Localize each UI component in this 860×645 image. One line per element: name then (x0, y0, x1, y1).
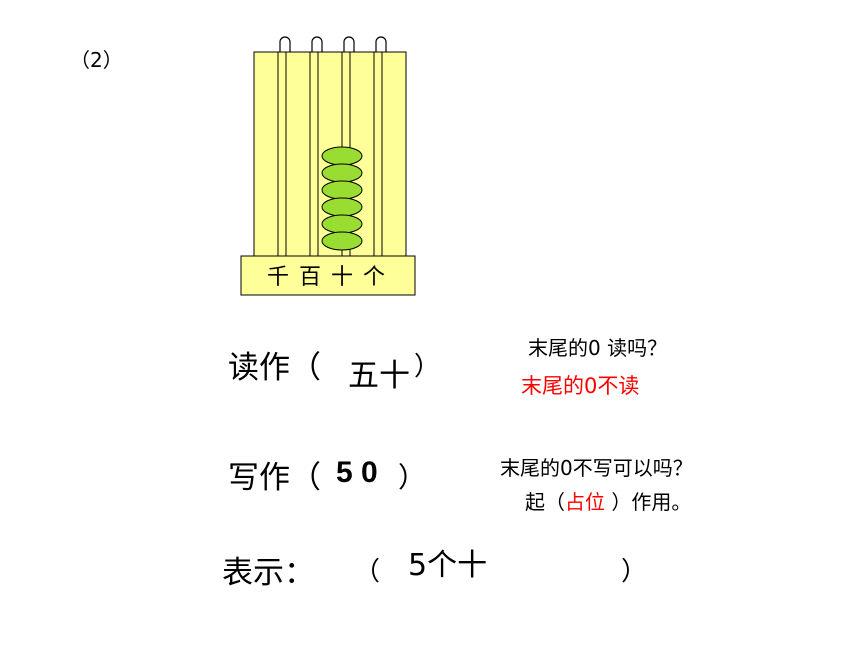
show-label: 表示： (222, 555, 315, 591)
show-answer: 5个十 (408, 548, 488, 583)
read-note: 末尾的0不读 (521, 374, 640, 398)
read-answer: 五十 (348, 358, 410, 394)
abacus: 千 百 十 个 (240, 36, 416, 296)
bead (321, 231, 363, 251)
bead (321, 197, 363, 217)
place-label-hundreds: 百 (299, 265, 321, 290)
read-question: 末尾的0 读吗？ (528, 336, 668, 360)
tens-beads (321, 146, 363, 251)
bead (321, 180, 363, 200)
read-close-paren: ） (414, 352, 441, 382)
rod-loops (279, 36, 387, 52)
bead (321, 163, 363, 183)
bead (321, 146, 363, 166)
place-label-ones: 个 (363, 265, 385, 290)
bead (321, 214, 363, 234)
role-prefix: 起（ (525, 490, 565, 514)
write-close-paren: ） (398, 461, 427, 494)
show-close-paren: ） (621, 557, 648, 587)
write-label: 写作（ (228, 460, 321, 496)
role-suffix: ）作用。 (605, 490, 692, 514)
place-label-thousands: 千 (267, 265, 289, 290)
place-label-tens: 十 (331, 265, 353, 290)
read-label: 读作（ (228, 350, 321, 386)
problem-number: （2） (70, 48, 123, 72)
write-question: 末尾的0不写可以吗？ (500, 456, 693, 480)
write-role-line: 起（占位 ）作用。 (525, 486, 691, 515)
show-open-paren: （ (354, 557, 381, 587)
abacus-base (240, 255, 416, 296)
write-answer: 5 0 (336, 456, 378, 489)
role-answer: 占位 (565, 490, 605, 514)
